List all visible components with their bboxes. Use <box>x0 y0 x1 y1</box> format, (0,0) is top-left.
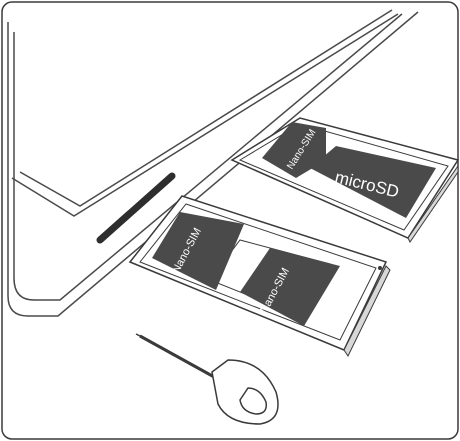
nano-sim-card-lower-right <box>240 248 340 326</box>
tray-pinhole <box>378 266 382 270</box>
sim-tray-upper: Nano-SIM microSD <box>230 117 460 243</box>
sim-tray-lower: Nano-SIM Nano-SIM <box>128 195 391 358</box>
sim-eject-pin-icon <box>135 333 279 425</box>
phone-edge-icon <box>7 9 419 317</box>
microsd-card <box>310 146 436 218</box>
nano-sim-card-lower-left <box>152 212 244 290</box>
nano-sim-card-top <box>262 122 326 178</box>
